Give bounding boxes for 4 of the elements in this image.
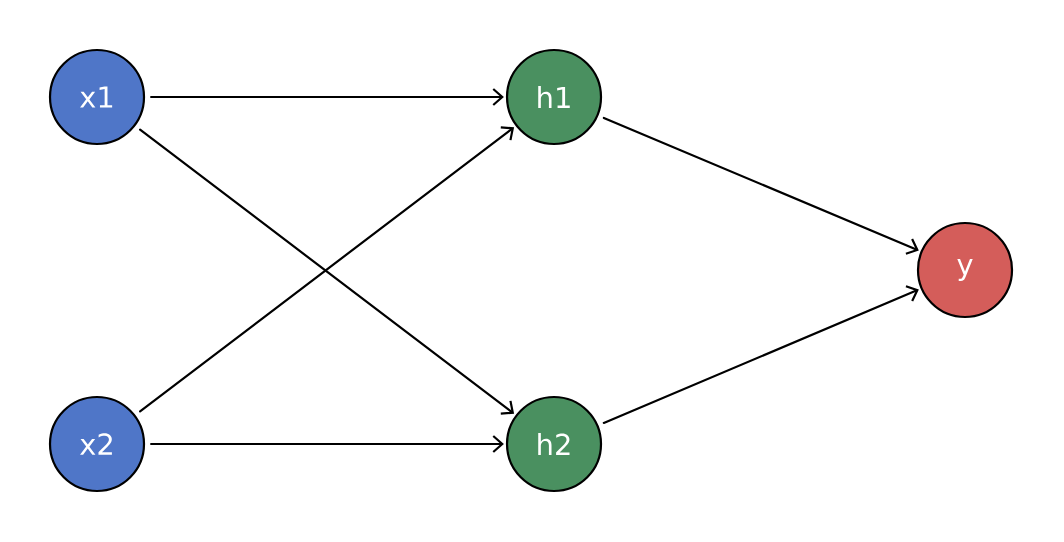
arrow xyxy=(150,88,504,106)
arrow xyxy=(602,116,919,255)
arrow xyxy=(150,435,504,453)
arrow xyxy=(602,285,919,425)
